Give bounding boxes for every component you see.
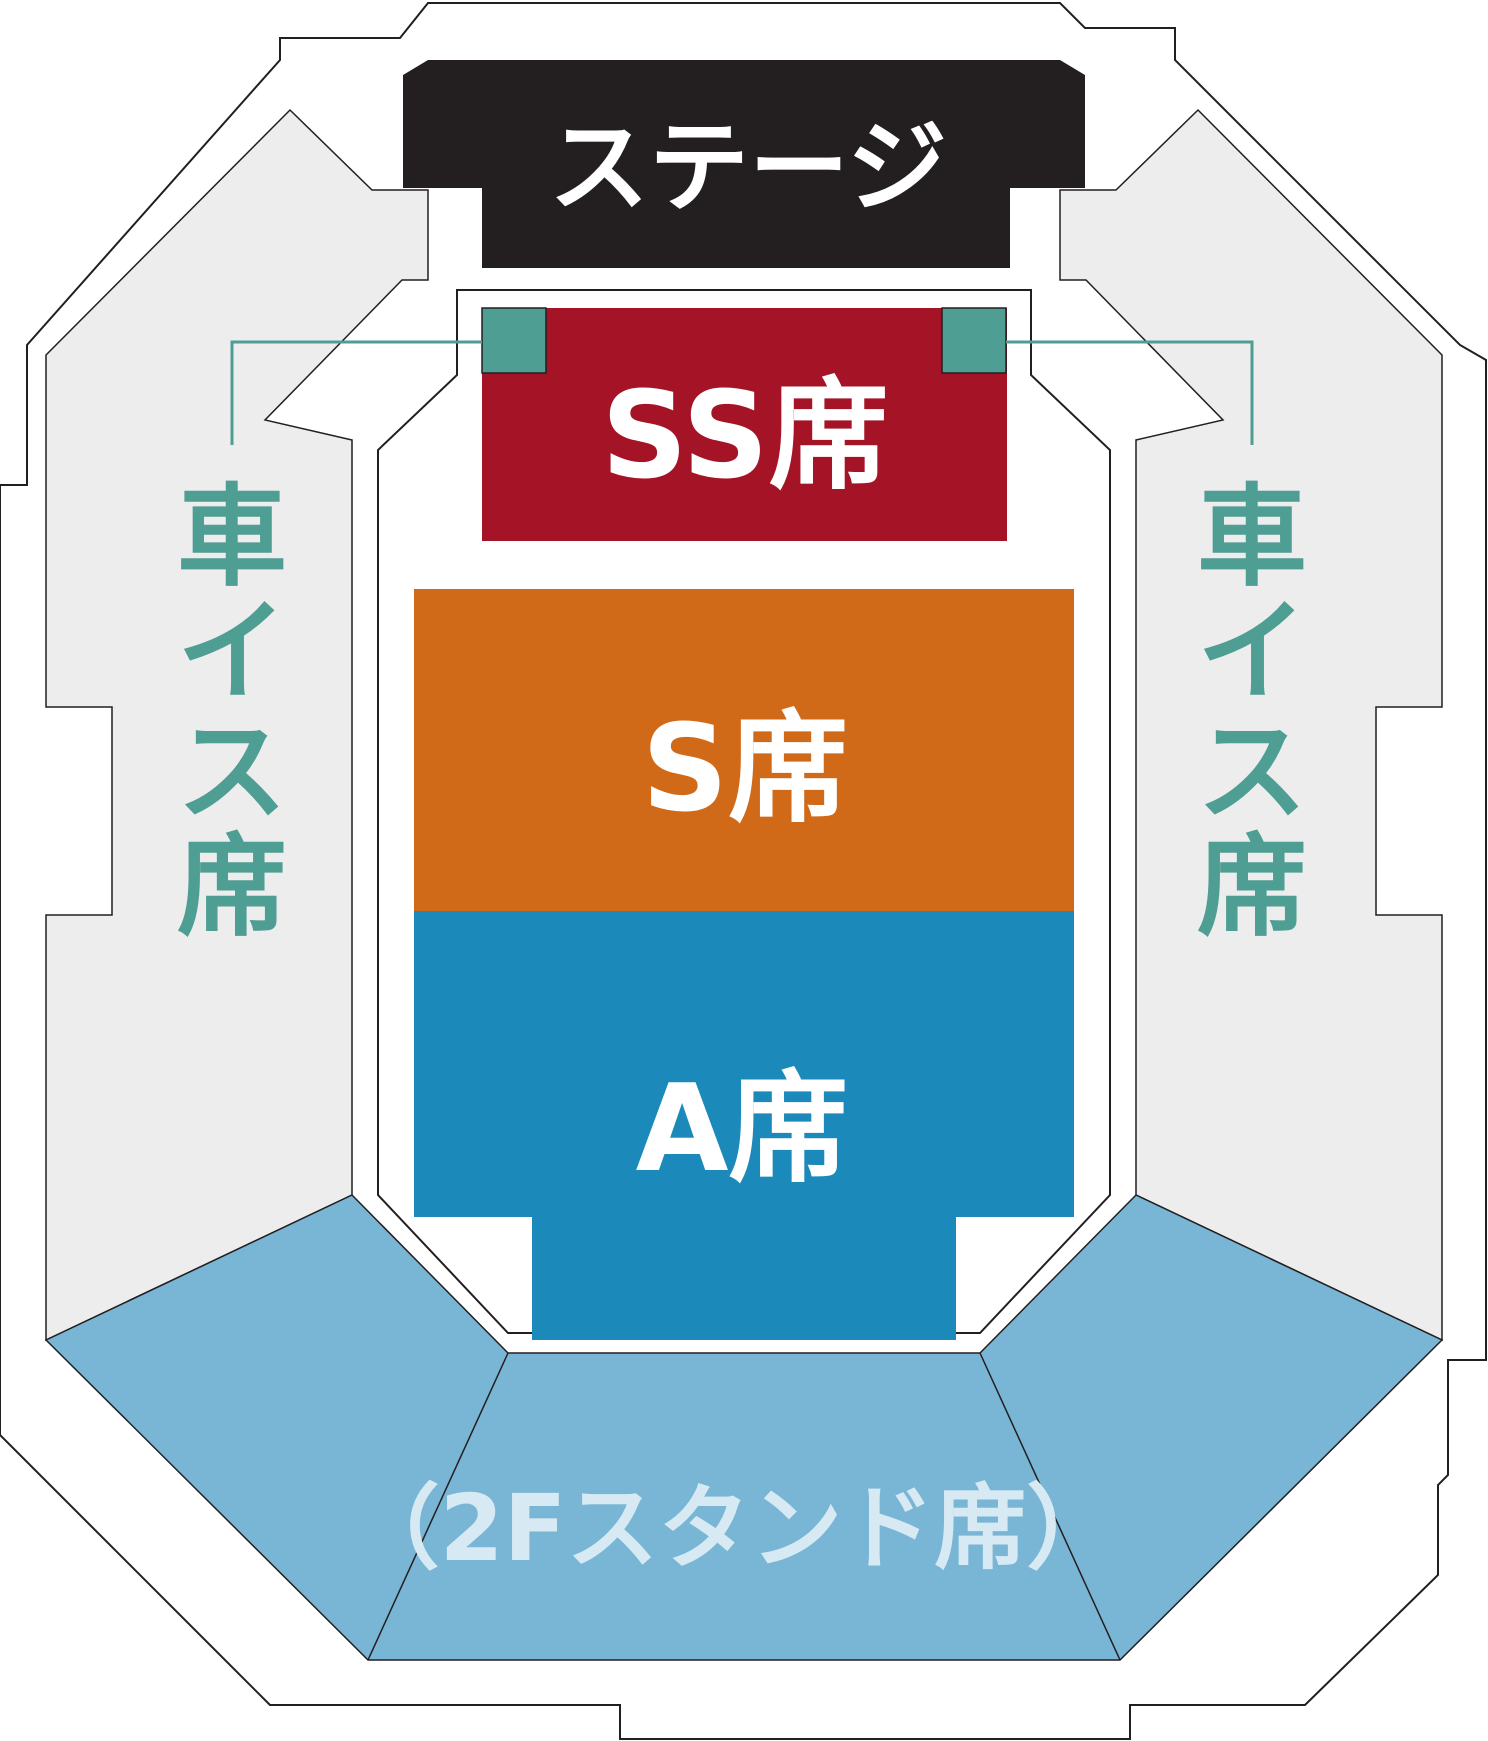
stage-label: ステージ (549, 109, 947, 226)
s-section (414, 589, 1074, 911)
wheelchair-spot-right (941, 307, 1007, 374)
wheelchair-spot-left (481, 307, 547, 374)
wheelchair-label-right-1: 車 (1197, 473, 1307, 601)
a-section-label: A席 (636, 1060, 849, 1199)
stand-area (44, 1194, 1444, 1661)
wheelchair-label-left-1: 車 (177, 473, 287, 601)
right-side-block (1059, 108, 1443, 1342)
stand-label: （2Fスタンド席） (348, 1475, 1119, 1582)
stand-divider-left (367, 1352, 509, 1661)
wheelchair-label-right-3: ス (1197, 708, 1307, 836)
s-section-label: S席 (642, 700, 848, 839)
wheelchair-label-right-4: 席 (1197, 823, 1307, 951)
wheelchair-leader-left (230, 340, 482, 445)
ss-section-label: SS席 (601, 367, 888, 506)
stage (403, 60, 1085, 268)
wheelchair-label-left-2: イ (177, 588, 287, 716)
wheelchair-label-left-3: ス (177, 708, 287, 836)
wheelchair-label-left-4: 席 (177, 823, 287, 951)
a-section (414, 911, 1074, 1340)
wheelchair-label-right-2: イ (1197, 588, 1307, 716)
stand-divider-right (979, 1352, 1121, 1661)
wheelchair-leader-right (1006, 340, 1254, 445)
left-side-block (45, 108, 429, 1342)
ss-section (482, 308, 1007, 541)
